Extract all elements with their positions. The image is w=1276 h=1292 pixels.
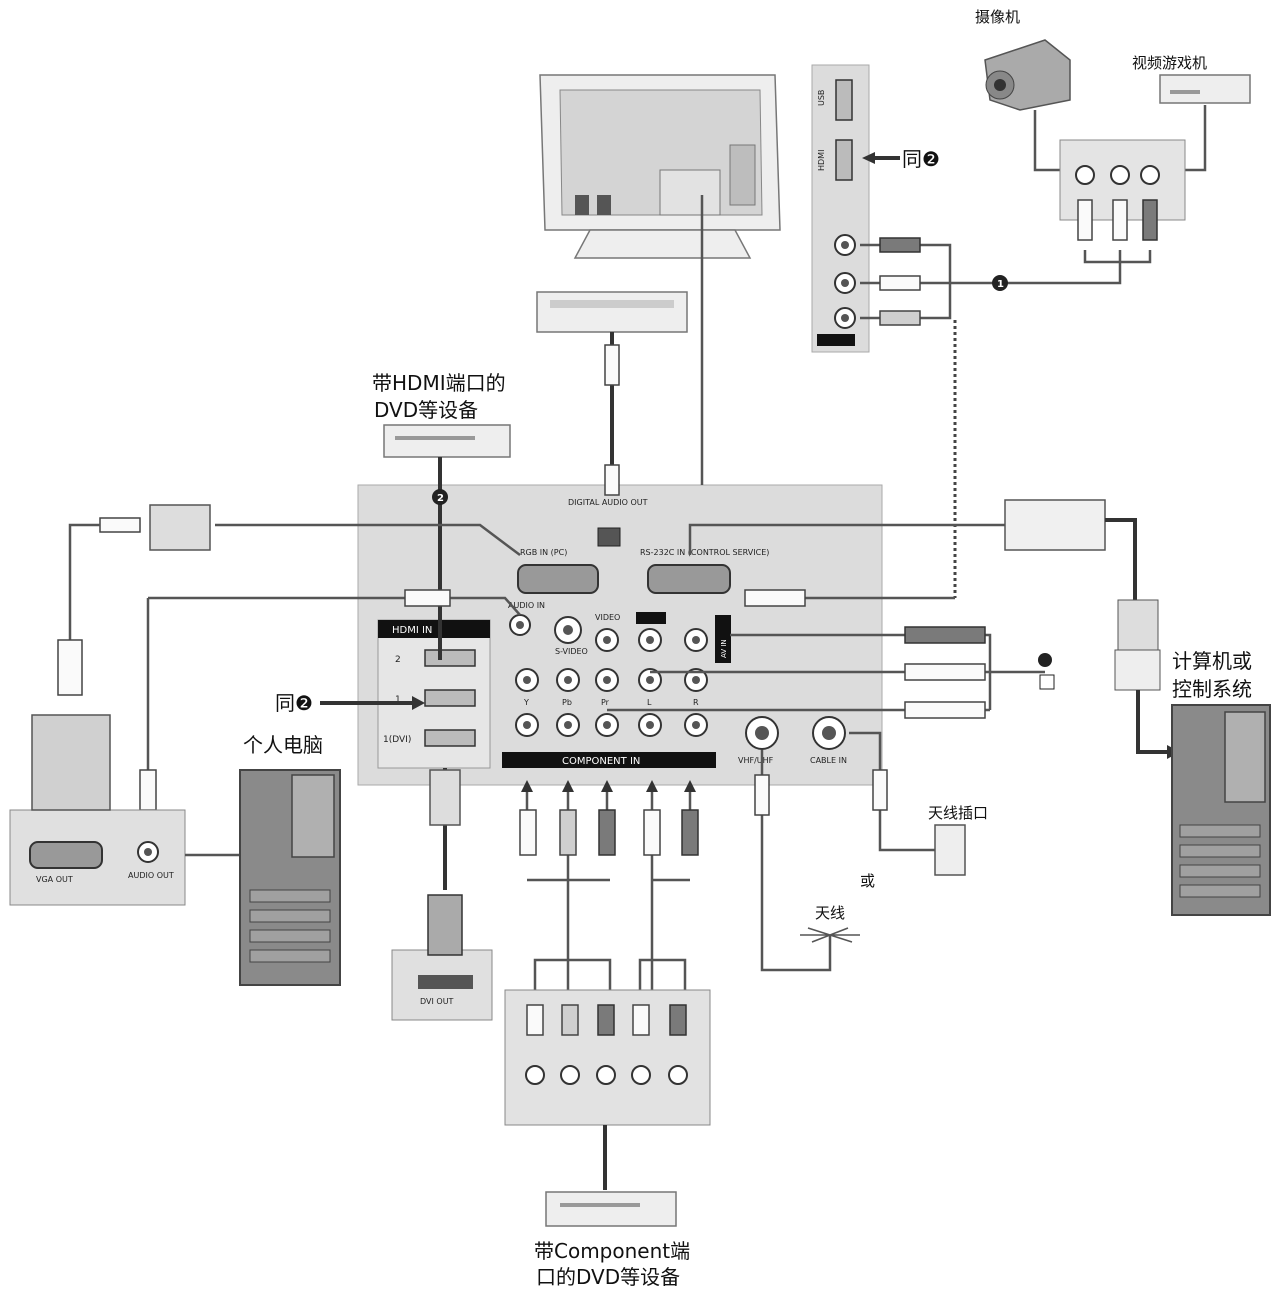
antenna-socket-label: 天线插口: [928, 804, 988, 822]
dvd-hdmi-label-line1: 带HDMI端口的: [372, 371, 506, 395]
av-in-cables: [607, 589, 1045, 719]
digital-audio-cable: [604, 332, 620, 496]
svg-text:2: 2: [437, 493, 444, 504]
dvi-output-device: DVI OUT: [391, 768, 493, 1021]
av-in-label: AV IN: [720, 639, 728, 658]
rgb-in-label: RGB IN (PC): [520, 548, 567, 557]
badge-question: [1038, 653, 1055, 690]
vga-out-label: VGA OUT: [36, 875, 73, 884]
camcorder: [984, 39, 1071, 111]
computer-label-line2: 控制系统: [1172, 677, 1252, 701]
hdmi-port-2[interactable]: [424, 649, 476, 667]
computer-label-line1: 计算机或: [1172, 649, 1252, 673]
hdmi-port-1-label: 1: [395, 695, 401, 705]
computer-tower: [1171, 704, 1271, 916]
component-cables: [519, 780, 699, 990]
antenna-label: 天线: [815, 904, 845, 922]
port-r-label: R: [693, 698, 699, 707]
hdmi-same-arrow: [320, 696, 425, 710]
hdmi-in-title: HDMI IN: [392, 625, 432, 636]
port-y-label: Y: [523, 698, 529, 707]
pc-tower: [239, 769, 341, 986]
port-l-label: L: [647, 698, 652, 707]
tv-rear: [539, 74, 781, 259]
pc-label: 个人电脑: [243, 733, 323, 757]
hdmi-side-label: HDMI: [817, 150, 826, 171]
audio-out-label: AUDIO OUT: [128, 871, 174, 880]
badge-2: 2: [432, 489, 448, 505]
video-label: VIDEO: [595, 613, 620, 622]
dvd-component-device: [545, 1191, 677, 1227]
av-jack-box: [1033, 105, 1207, 241]
component-in-title: COMPONENT IN: [562, 756, 640, 767]
video-game-console: [1159, 74, 1251, 104]
cable-in-label: CABLE IN: [810, 756, 847, 765]
usb-side-label: USB: [817, 90, 826, 106]
svg-text:1: 1: [997, 279, 1004, 290]
port-pb-label: Pb: [562, 698, 572, 707]
rgb-in-port[interactable]: [517, 564, 599, 594]
hdmi-port-dvi-label: 1(DVI): [383, 735, 411, 745]
video-game-label: 视频游戏机: [1132, 54, 1207, 72]
svideo-label: S-VIDEO: [555, 647, 588, 656]
dvd-component-label-line1: 带Component端: [534, 1239, 690, 1263]
pc-output-panel: VGA OUT AUDIO OUT: [9, 714, 240, 906]
rs232c-port[interactable]: [647, 564, 731, 594]
dvd-hdmi-device: [383, 424, 511, 660]
tv-side-panel: USB HDMI: [811, 64, 870, 353]
same-2-top-label: 同❷: [902, 147, 940, 171]
same-2-left-label: 同❷: [275, 691, 313, 715]
audio-in-label: AUDIO IN: [508, 601, 545, 610]
camcorder-label: 摄像机: [975, 8, 1020, 26]
rs232c-cables: [688, 499, 1180, 759]
rs232c-label: RS-232C IN (CONTROL SERVICE): [640, 548, 769, 557]
port-pr-label: Pr: [601, 698, 610, 707]
vhf-label: VHF/UHF: [738, 756, 774, 765]
antenna-cables: [754, 731, 966, 972]
or-label: 或: [860, 872, 875, 890]
pc-cables: [57, 504, 521, 811]
hdmi-port-dvi[interactable]: [424, 729, 476, 747]
dvd-component-label-line2: 口的DVD等设备: [536, 1265, 680, 1289]
digital-audio-out-label: DIGITAL AUDIO OUT: [568, 498, 648, 507]
audio-amplifier: [536, 291, 688, 333]
badge-1: 1: [992, 275, 1008, 291]
component-jack-panel: [504, 958, 711, 1190]
dvi-out-label: DVI OUT: [420, 997, 454, 1006]
dvd-hdmi-label-line2: DVD等设备: [374, 398, 478, 422]
hdmi-port-1[interactable]: [424, 689, 476, 707]
side-av-cables: [860, 152, 1152, 598]
hdmi-port-2-label: 2: [395, 655, 401, 665]
